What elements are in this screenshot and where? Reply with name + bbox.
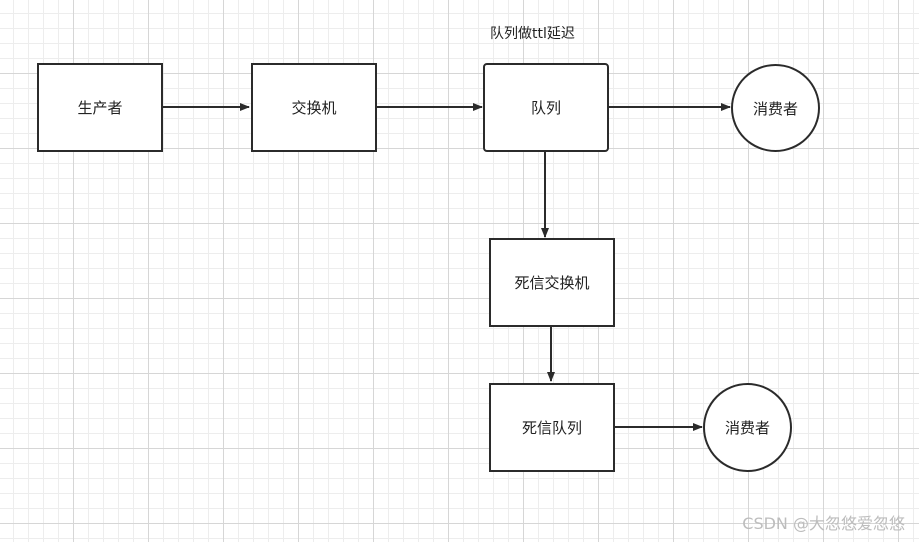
consumer-top-node[interactable]: 消费者 (731, 64, 820, 152)
exchange-node[interactable]: 交换机 (251, 63, 377, 152)
producer-node[interactable]: 生产者 (37, 63, 163, 152)
ttl-annotation: 队列做ttl延迟 (490, 26, 575, 42)
queue-node[interactable]: 队列 (483, 63, 609, 152)
dlx-queue-node[interactable]: 死信队列 (489, 383, 615, 472)
consumer-bottom-node[interactable]: 消费者 (703, 383, 792, 472)
watermark: CSDN @大忽悠爱忽悠 (742, 514, 905, 533)
dlx-exchange-node[interactable]: 死信交换机 (489, 238, 615, 327)
